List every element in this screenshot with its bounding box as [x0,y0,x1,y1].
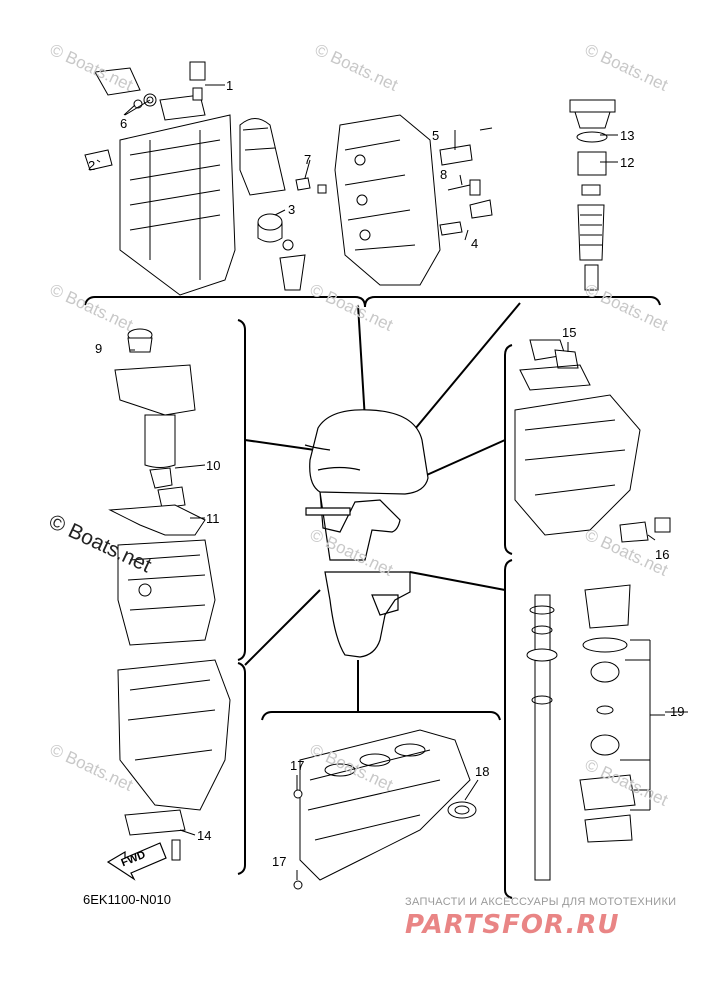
bottom-cowling [514,339,671,543]
callout-7: 7 [304,152,312,167]
right-upper-bracket [504,344,513,555]
callout-10: 10 [206,458,221,473]
fuel-filter [569,99,616,291]
callout-4: 4 [471,236,479,251]
fwd-arrow [106,842,167,881]
callout-19: 19 [670,704,685,719]
callout-1: 1 [226,78,234,93]
left-lower-bracket [237,662,246,875]
exhaust-manifold [117,659,231,861]
callout-12: 12 [620,155,635,170]
diagram-code: 6EK1100-N010 [83,892,171,907]
lower-casing [293,729,477,890]
connector-lines [244,302,521,712]
outboard-motor [304,409,429,658]
cylinder-head [334,114,493,286]
left-upper-bracket [237,319,246,661]
top-section-bracket [84,296,661,308]
callout-14: 14 [197,828,212,843]
thermostat-housing [239,118,327,291]
bottom-section-bracket [261,711,501,721]
brand-logo: PARTSFOR.RU [405,910,620,940]
water-pump-kit [526,584,665,881]
callout-6: 6 [120,116,128,131]
callout-11: 11 [206,511,220,526]
callout-17-bottom: 17 [272,854,287,869]
callout-8: 8 [440,167,448,182]
callout-16: 16 [655,547,670,562]
callout-18: 18 [475,764,490,779]
vapor-separator [114,328,196,509]
callout-3: 3 [288,202,296,217]
right-lower-bracket [504,559,513,899]
callout-leaders [96,84,688,880]
callout-5: 5 [432,128,440,143]
callout-15: 15 [562,325,577,340]
callout-17-top: 17 [290,758,305,773]
gasket-outline [108,504,216,646]
brand-tagline: ЗАПЧАСТИ И АКСЕССУАРЫ ДЛЯ МОТОТЕХНИКИ [405,896,677,908]
callout-9: 9 [95,341,103,356]
callout-13: 13 [620,128,635,143]
cylinder-block [84,61,236,296]
callout-2: 2 [88,158,96,173]
